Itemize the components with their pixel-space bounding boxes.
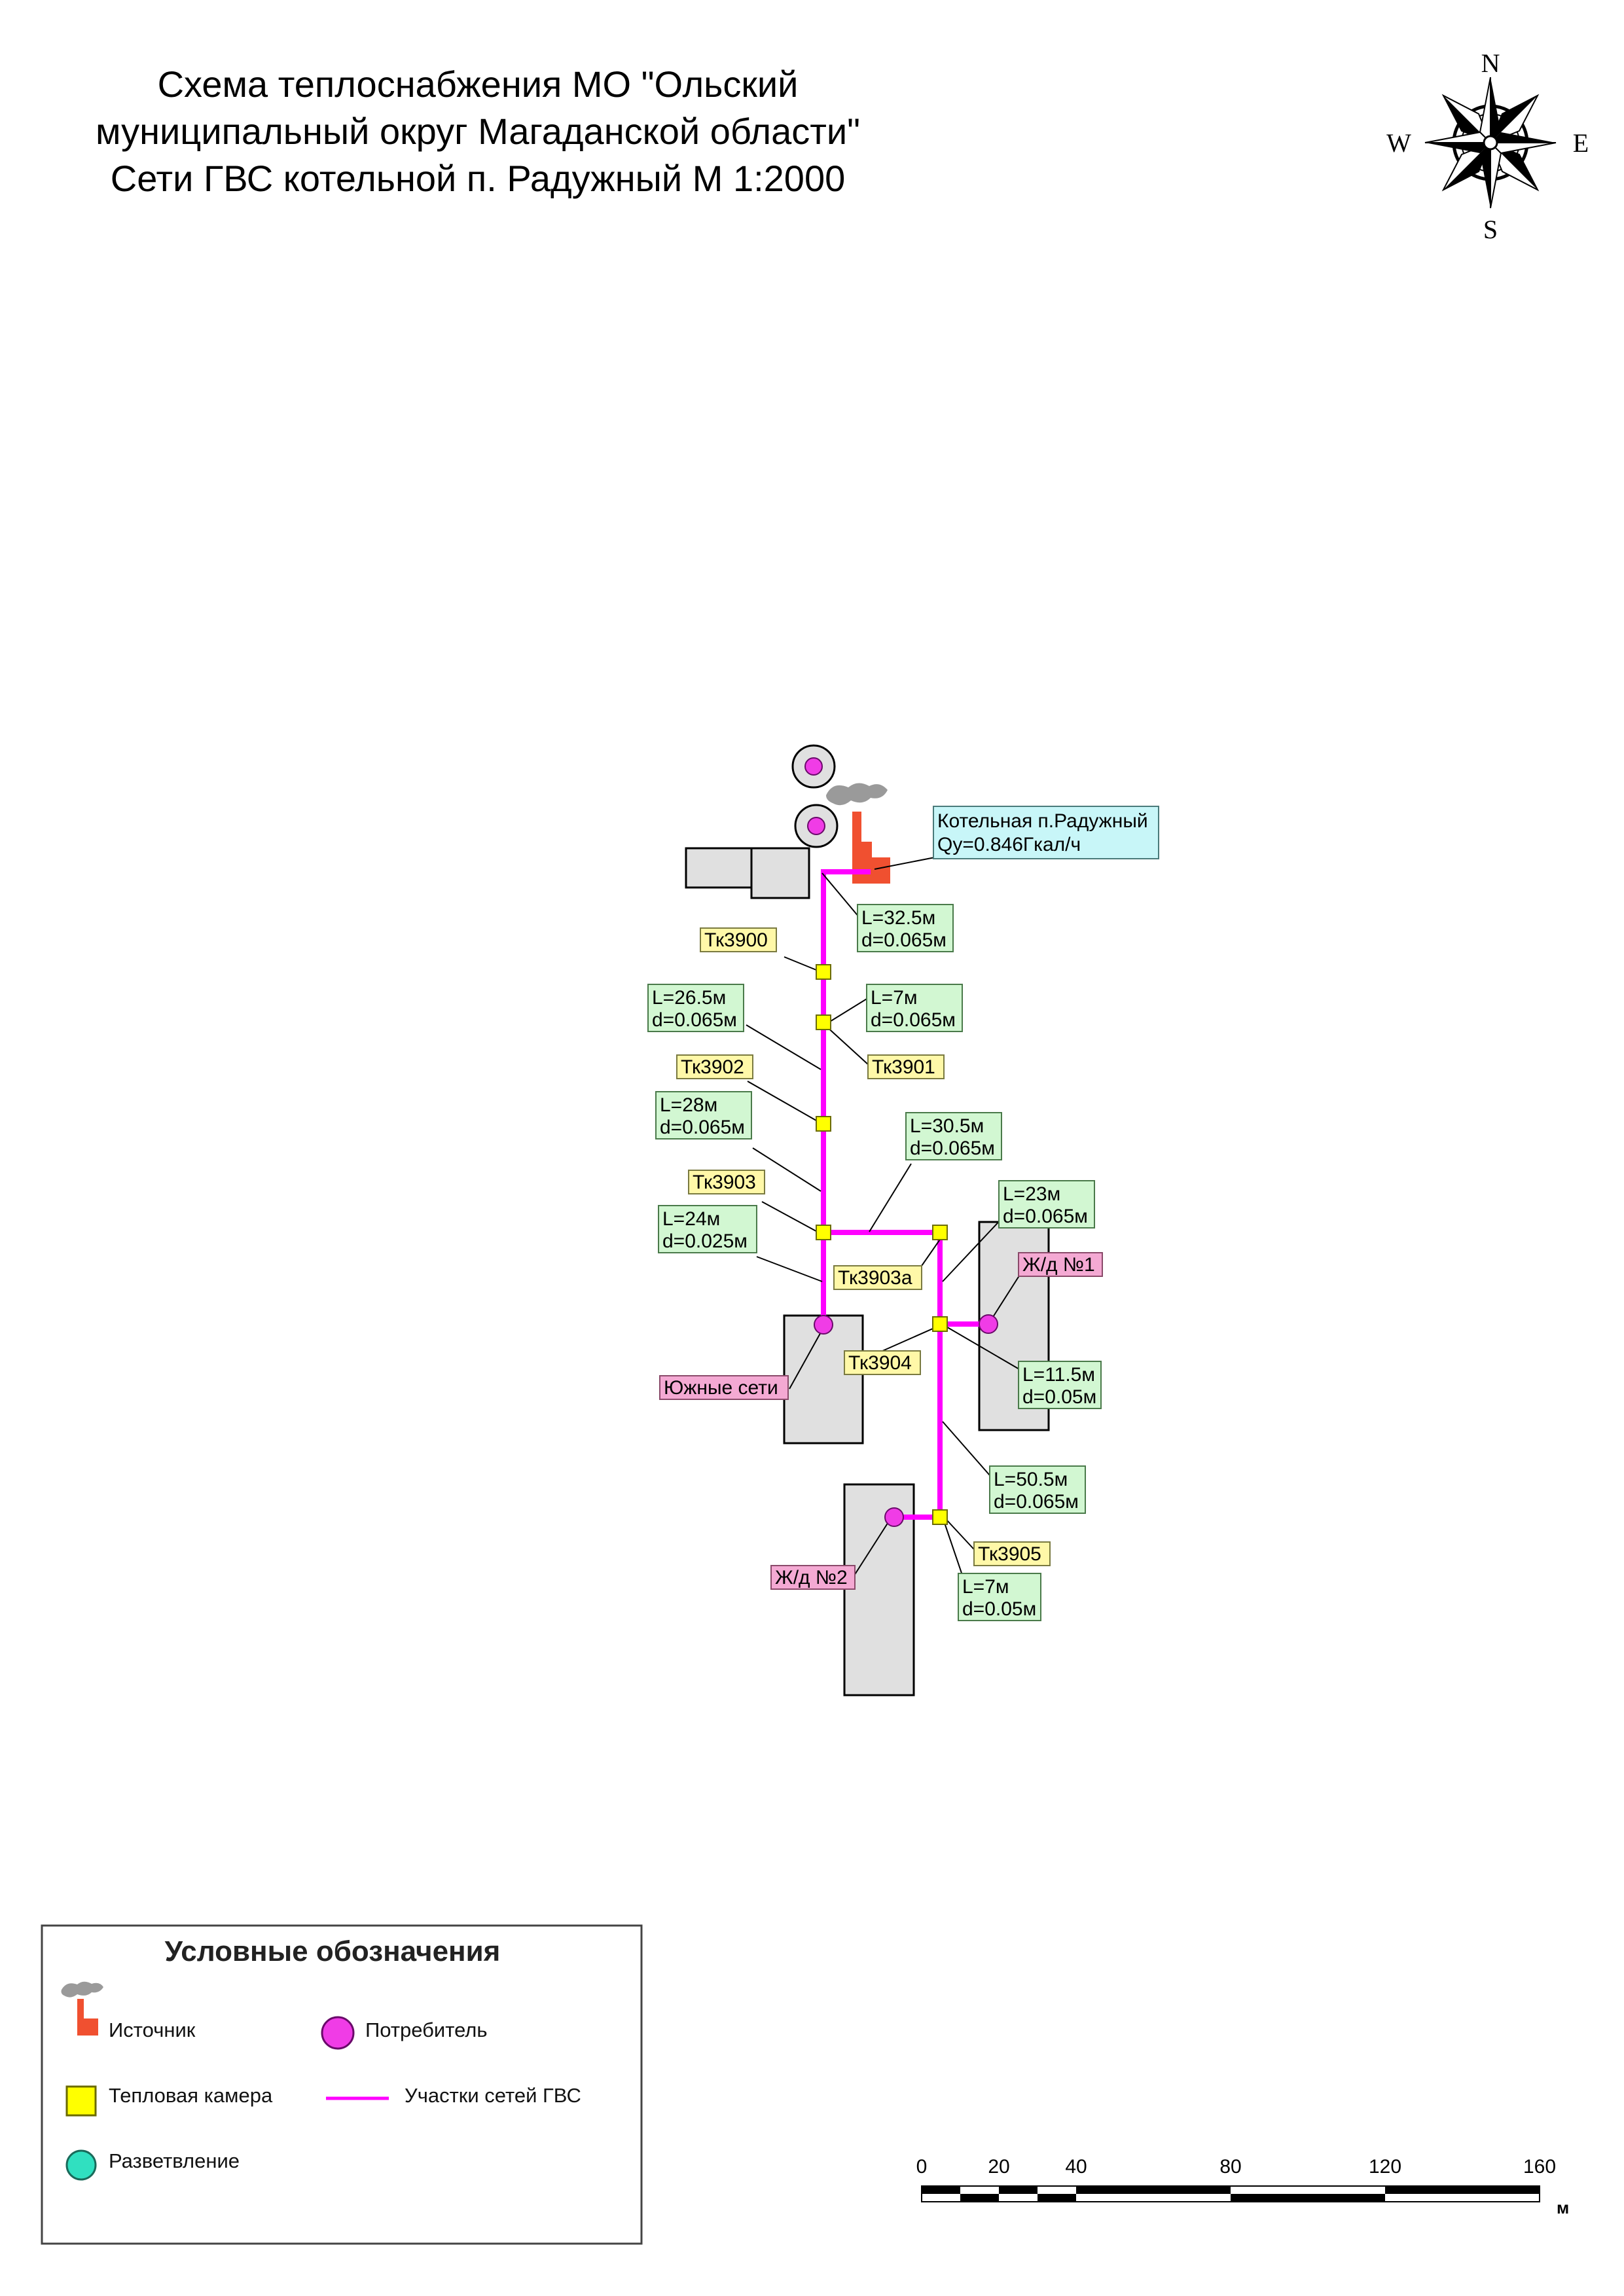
section-label-s3: L=7м d=0.065м [866, 984, 963, 1032]
compass-west: W [1386, 128, 1411, 158]
section-labels: L=32.5м d=0.065м L=26.5м d=0.065м L=7м d… [647, 904, 1102, 1621]
label-tk3903a: Тк3903а [838, 1267, 912, 1289]
section-label-s10: L=7м d=0.05м [958, 1573, 1041, 1621]
section-s1-length: L=32.5м [861, 907, 935, 929]
scale-tick-40: 40 [1065, 2156, 1087, 2178]
consumer-house-1[interactable] [979, 1314, 998, 1334]
label-tk3904: Тк3904 [848, 1352, 912, 1374]
title-line-3: Сети ГВС котельной п. Радужный М 1:2000 [111, 158, 846, 199]
legend-branch-label: Разветвление [109, 2149, 240, 2172]
tank-2-consumer-dot [807, 817, 825, 835]
title-line-2: муниципальный округ Магаданской области" [96, 111, 860, 152]
scale-unit: м [1557, 2198, 1569, 2217]
chamber-tk3902[interactable] [816, 1116, 831, 1132]
legend-branch-icon [65, 2149, 97, 2181]
section-s5-length: L=30.5м [910, 1115, 984, 1137]
label-tk3903: Тк3903 [693, 1172, 756, 1193]
title-line-1: Схема теплоснабжения МО "Ольский [158, 63, 799, 105]
section-label-s6: L=23м d=0.065м [998, 1180, 1095, 1229]
consumer-labels: Южные сети Ж/д №1 Ж/д №2 [659, 1252, 1103, 1590]
section-label-s1: L=32.5м d=0.065м [857, 904, 954, 952]
legend-title: Условные обозначения [165, 1935, 501, 1967]
tank-1-consumer-dot [804, 757, 823, 776]
compass-south: S [1483, 215, 1498, 244]
source-label-name: Котельная п.Радужный [937, 810, 1148, 832]
label-house-2: Ж/д №2 [775, 1567, 848, 1588]
legend-frame [41, 1924, 643, 2245]
section-s6-diameter: d=0.065м [1003, 1206, 1088, 1227]
section-s8-length: L=11.5м [1022, 1364, 1095, 1386]
chamber-tk3903a[interactable] [932, 1225, 948, 1240]
scale-tick-80: 80 [1219, 2156, 1241, 2178]
source-label: Котельная п.Радужный Qy=0.846Гкал/ч [933, 806, 1159, 859]
consumers [814, 1314, 998, 1527]
legend-consumer-label: Потребитель [365, 2018, 488, 2041]
chamber-tk3905[interactable] [932, 1509, 948, 1525]
label-tk3905: Тк3905 [978, 1543, 1041, 1565]
compass-rose-icon: N S W E [1386, 48, 1589, 244]
section-s4-length: L=28м [660, 1094, 717, 1116]
building-west-2 [750, 847, 810, 899]
label-tk3901: Тк3901 [872, 1056, 935, 1078]
scale-tick-120: 120 [1369, 2156, 1401, 2178]
map-title: Схема теплоснабжения МО "Ольский муницип… [96, 63, 860, 199]
section-s2-length: L=26.5м [652, 987, 726, 1009]
section-s7-diameter: d=0.025м [662, 1230, 748, 1252]
source-label-power: Qy=0.846Гкал/ч [937, 834, 1081, 855]
scale-tick-0: 0 [916, 2156, 928, 2178]
legend-chamber-label: Тепловая камера [109, 2084, 273, 2107]
section-label-s4: L=28м d=0.065м [655, 1091, 752, 1139]
legend-source-icon [61, 1981, 103, 2036]
section-s5-diameter: d=0.065м [910, 1138, 995, 1159]
legend-consumer-icon [321, 2016, 355, 2050]
chamber-tk3903[interactable] [816, 1225, 831, 1240]
scale-bar: 0 20 40 80 120 160 м [916, 2156, 1570, 2217]
pipe-main-trunk [821, 869, 871, 1330]
consumer-south-networks[interactable] [814, 1315, 833, 1335]
scale-tick-160: 160 [1523, 2156, 1556, 2178]
legend-source-label: Источник [109, 2018, 196, 2041]
legend-chamber-icon [65, 2085, 97, 2117]
section-s9-diameter: d=0.065м [994, 1491, 1079, 1513]
chamber-tk3901[interactable] [816, 1014, 831, 1030]
section-label-s5: L=30.5м d=0.065м [905, 1112, 1002, 1160]
building-west-1 [685, 847, 753, 889]
building-south-networks [783, 1314, 864, 1444]
section-s9-length: L=50.5м [994, 1469, 1068, 1490]
section-s10-diameter: d=0.05м [962, 1598, 1036, 1620]
section-s8-diameter: d=0.05м [1022, 1386, 1096, 1408]
section-label-s7: L=24м d=0.025м [658, 1205, 757, 1253]
label-south-networks: Южные сети [664, 1377, 778, 1399]
section-s1-diameter: d=0.065м [861, 929, 947, 951]
chamber-tk3904[interactable] [932, 1316, 948, 1332]
section-s3-diameter: d=0.065м [871, 1009, 956, 1031]
heat-chambers [816, 964, 948, 1525]
section-s3-length: L=7м [871, 987, 918, 1009]
chamber-labels: Тк3900 Тк3901 Тк3902 Тк3903 Тк3903а Тк39… [676, 927, 1051, 1566]
section-s4-diameter: d=0.065м [660, 1117, 745, 1138]
label-house-1: Ж/д №1 [1022, 1254, 1095, 1276]
compass-north: N [1481, 48, 1500, 78]
section-label-s2: L=26.5м d=0.065м [647, 984, 744, 1032]
legend: Условные обозначения Источник Потребител… [41, 1924, 643, 2245]
compass-east: E [1573, 128, 1589, 158]
consumer-house-2[interactable] [884, 1507, 904, 1527]
scale-tick-20: 20 [988, 2156, 1009, 2178]
label-tk3902: Тк3902 [681, 1056, 744, 1078]
section-s7-length: L=24м [662, 1208, 720, 1230]
section-label-s9: L=50.5м d=0.065м [989, 1465, 1086, 1514]
legend-pipe-label: Участки сетей ГВС [405, 2084, 581, 2107]
label-tk3900: Тк3900 [704, 929, 768, 951]
section-s10-length: L=7м [962, 1576, 1009, 1598]
section-label-s8: L=11.5м d=0.05м [1018, 1361, 1102, 1409]
section-s6-length: L=23м [1003, 1183, 1060, 1205]
chamber-tk3900[interactable] [816, 964, 831, 980]
section-s2-diameter: d=0.065м [652, 1009, 737, 1031]
round-tanks [791, 744, 839, 848]
